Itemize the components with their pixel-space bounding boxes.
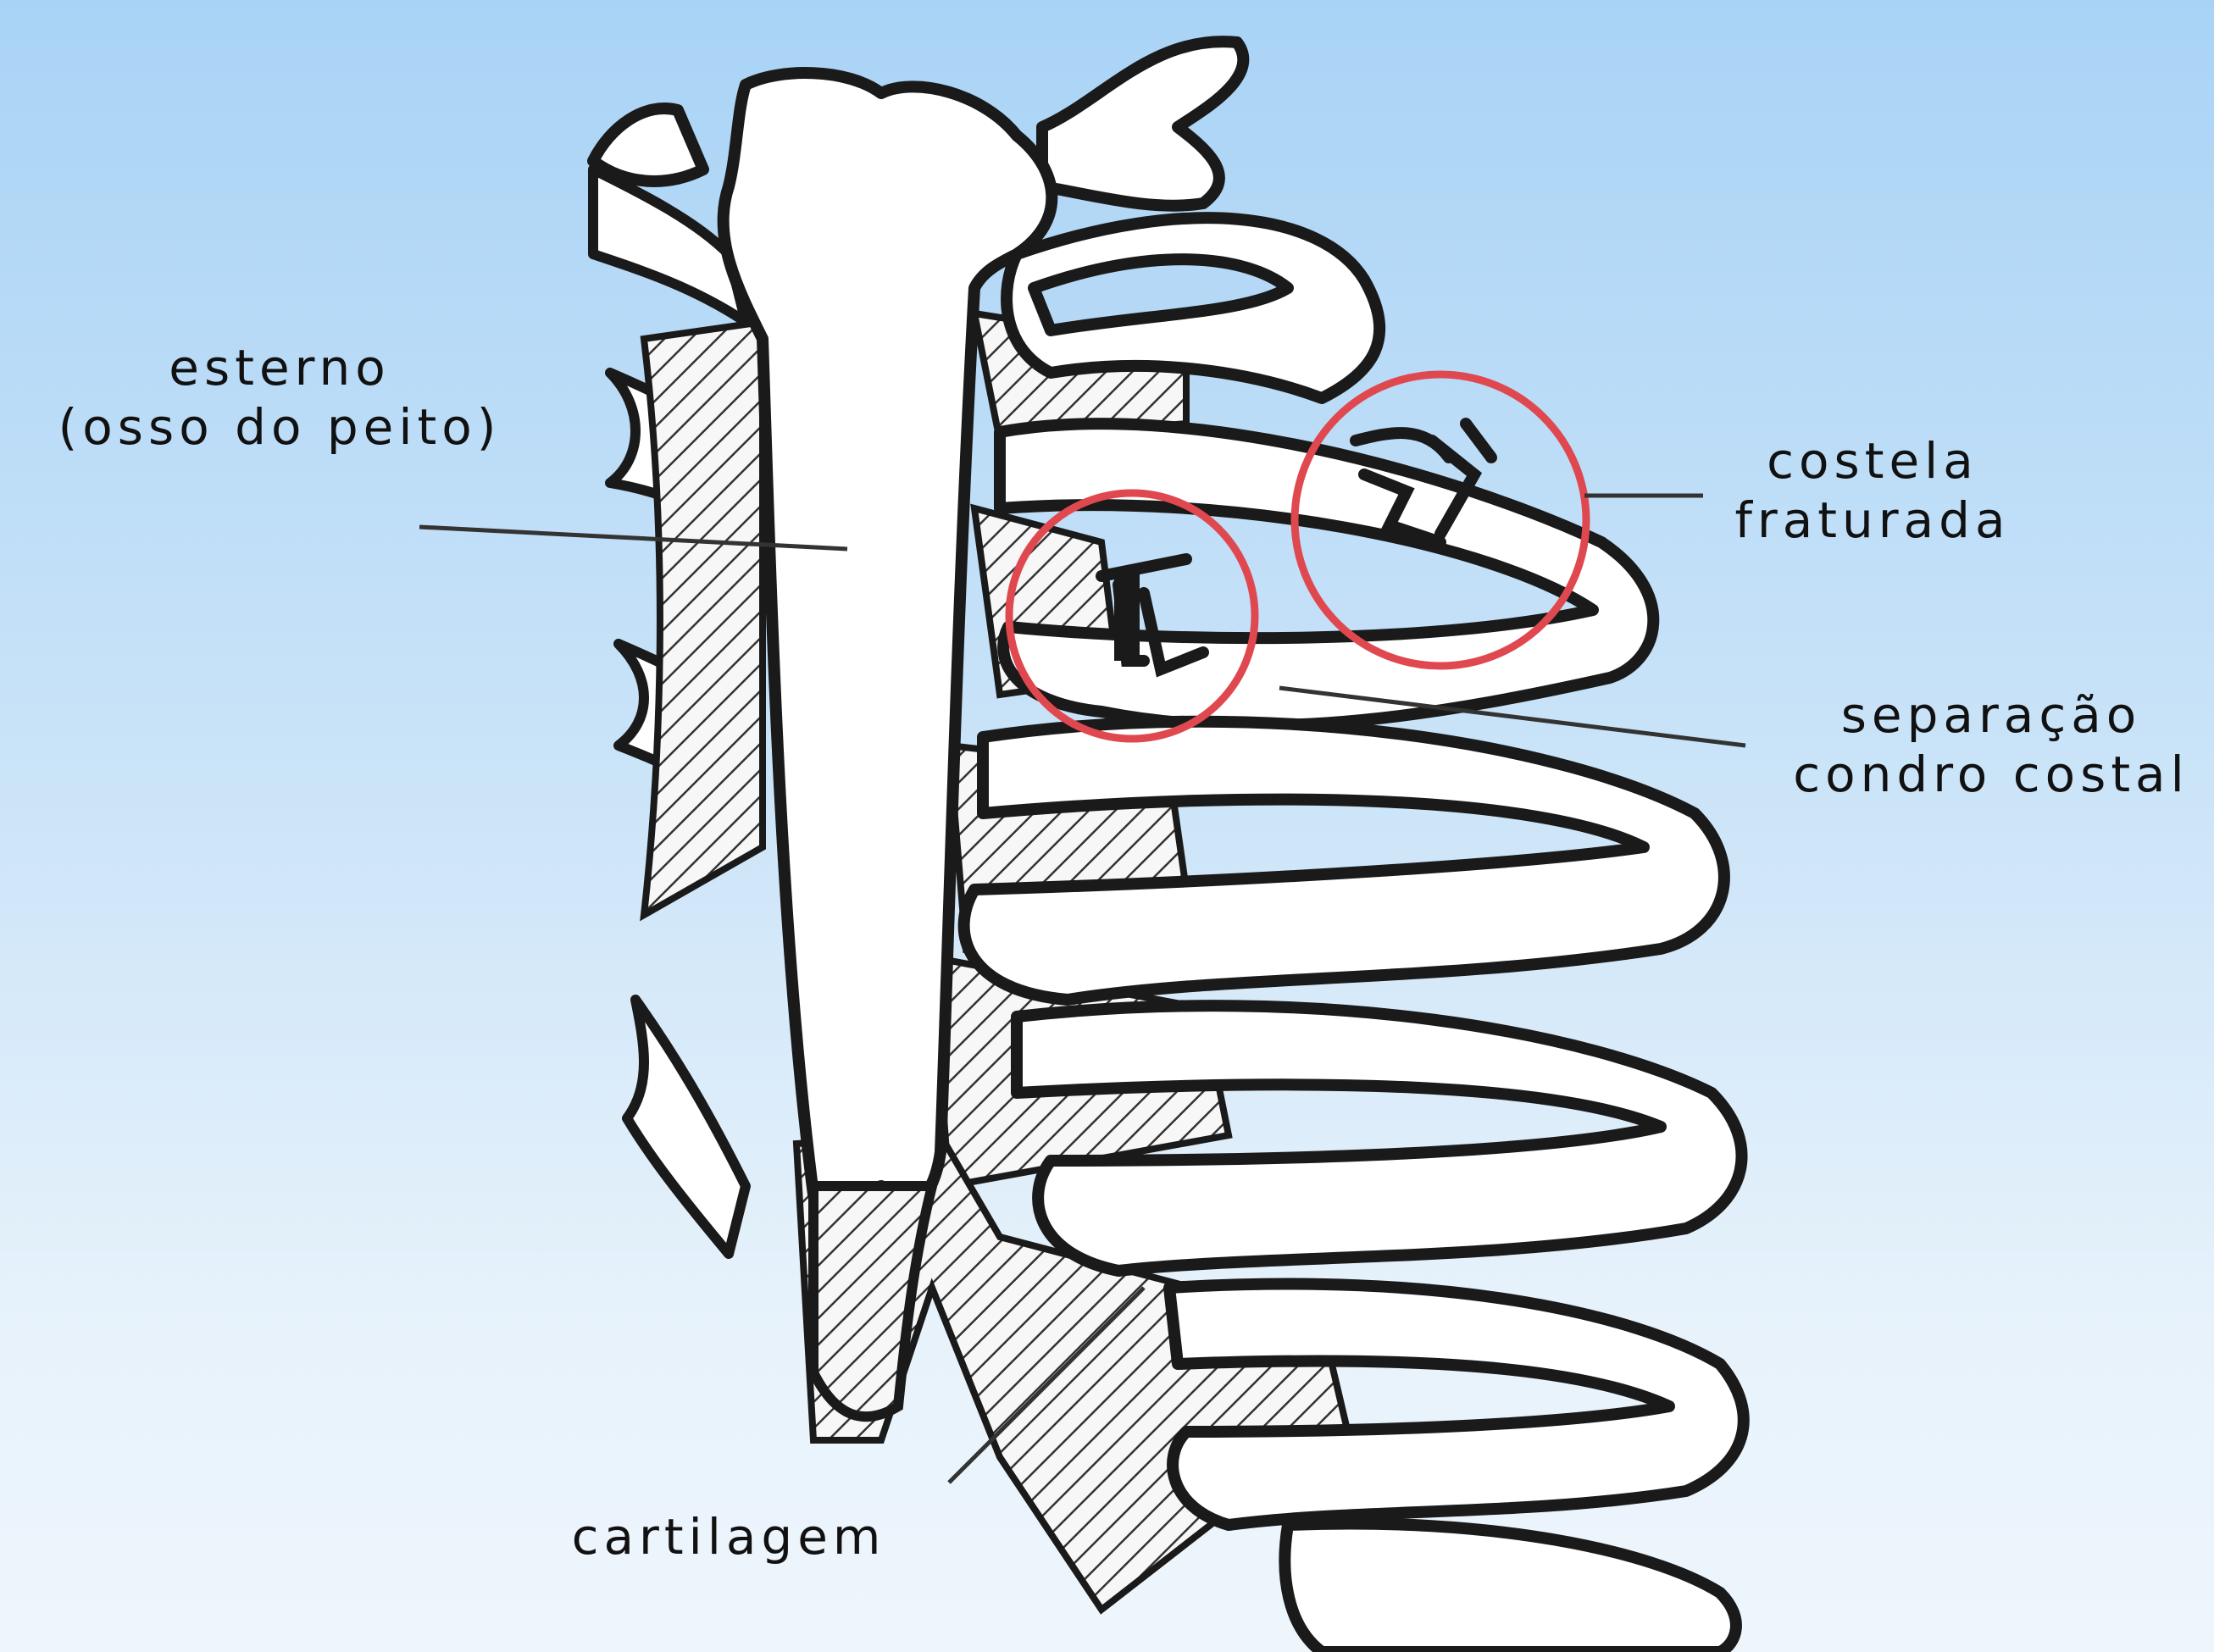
- label-separation: separação condro costal: [1779, 686, 2203, 804]
- label-separation-line1: separação: [1779, 686, 2203, 746]
- left-rib-4: [627, 1000, 746, 1254]
- label-fractured-rib-line2: fraturada: [1728, 491, 2017, 551]
- xiphoid-process: [813, 1186, 932, 1416]
- label-fractured-rib-line1: costela: [1728, 432, 2017, 491]
- label-sternum-line2: (osso do peito): [34, 398, 525, 457]
- label-cartilage-line1: cartilagem: [508, 1508, 949, 1567]
- label-sternum: esterno (osso do peito): [34, 339, 525, 457]
- label-fractured-rib: costela fraturada: [1728, 432, 2017, 550]
- label-sternum-line1: esterno: [34, 339, 525, 398]
- clavicle-left: [593, 108, 703, 181]
- clavicle-right: [1042, 42, 1243, 206]
- cartilage-left-upper: [644, 322, 763, 915]
- label-separation-line2: condro costal: [1779, 746, 2203, 805]
- right-rib-6: [1285, 1523, 1736, 1652]
- fracture-left-block: [1114, 568, 1140, 661]
- label-cartilage: cartilagem: [508, 1508, 949, 1567]
